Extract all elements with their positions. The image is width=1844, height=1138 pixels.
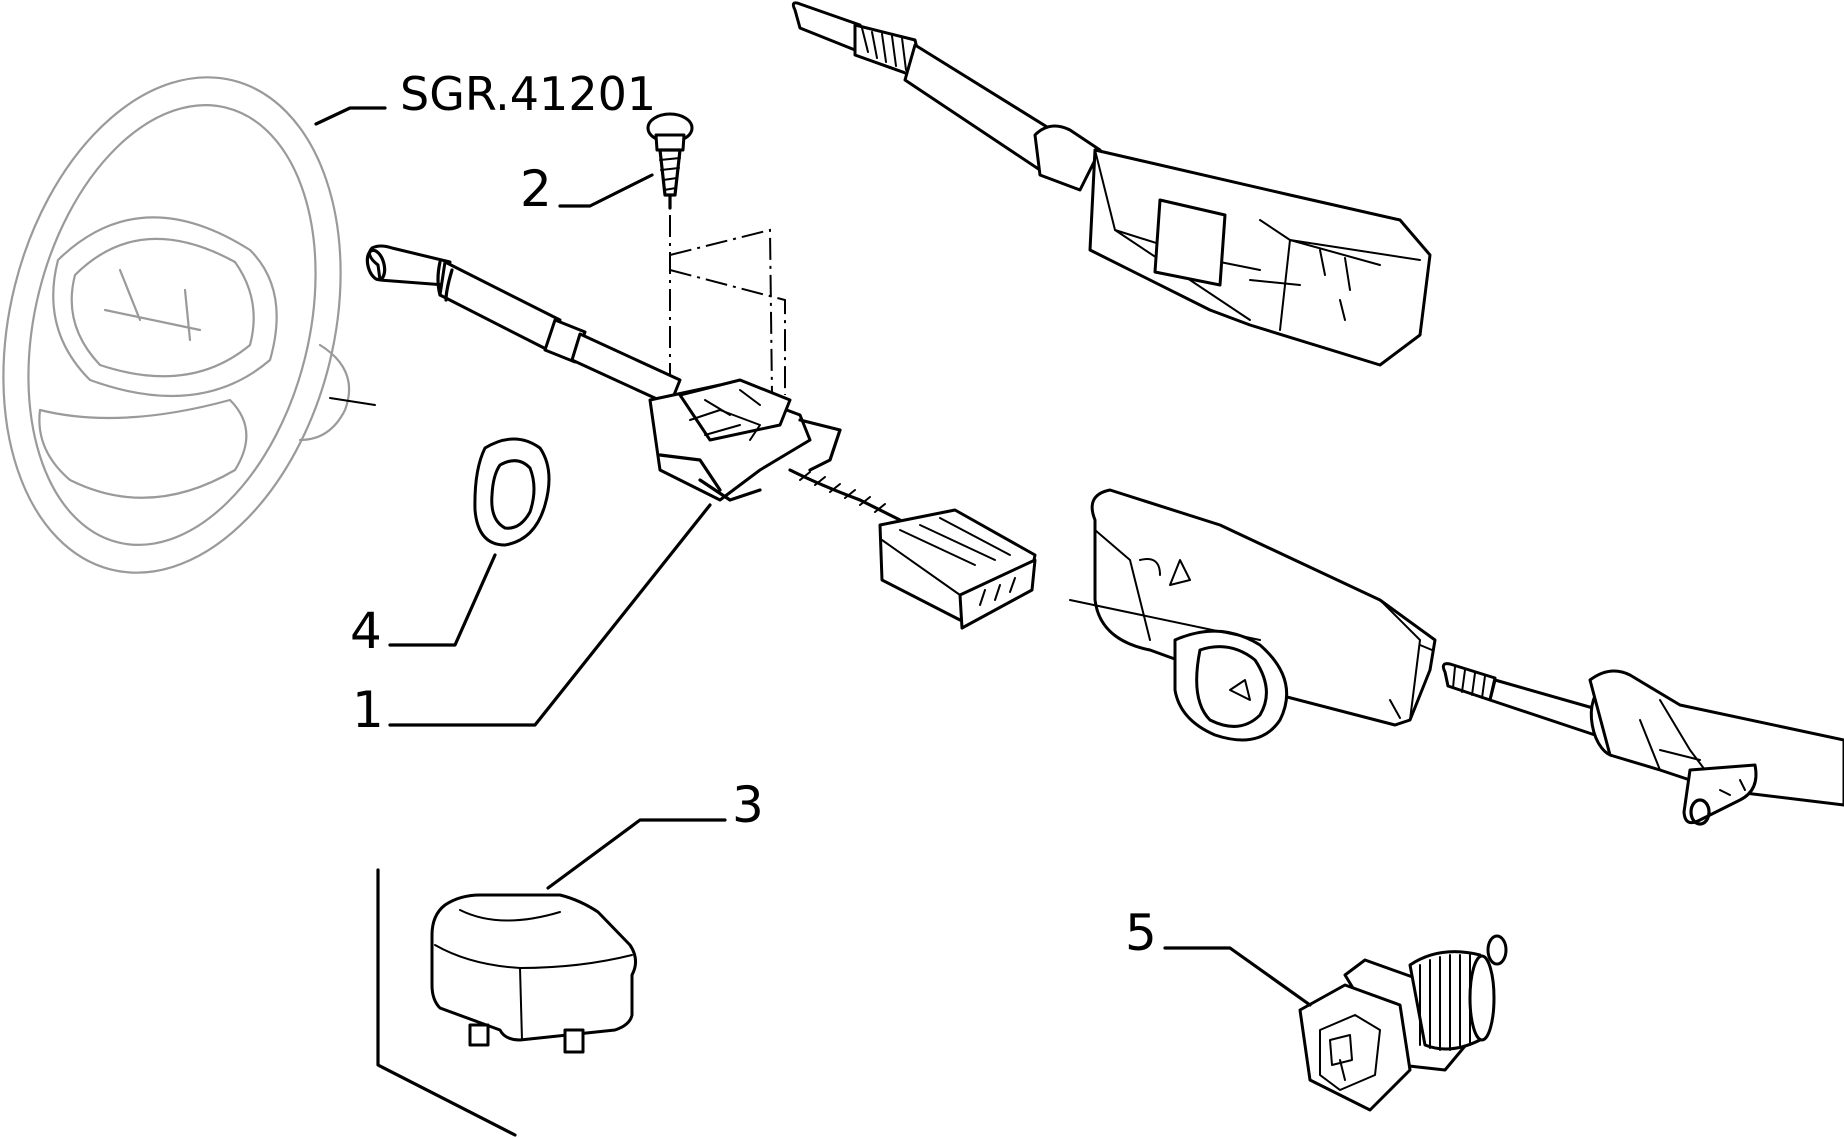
relay-part bbox=[430, 893, 637, 1054]
steering-column-part bbox=[1069, 488, 1844, 826]
callout-2: 2 bbox=[520, 160, 654, 218]
assembly-guide-lines bbox=[669, 228, 786, 396]
callout-3: 3 bbox=[546, 776, 764, 890]
grommet-part bbox=[473, 437, 551, 547]
svg-text:1: 1 bbox=[352, 681, 384, 739]
svg-text:5: 5 bbox=[1125, 904, 1157, 962]
svg-text:4: 4 bbox=[350, 602, 382, 660]
svg-text:2: 2 bbox=[520, 160, 552, 218]
reference-callout: SGR.41201 bbox=[314, 67, 656, 126]
section-bracket bbox=[376, 868, 517, 1137]
combination-switch-part bbox=[791, 1, 1432, 367]
callout-5: 5 bbox=[1125, 904, 1312, 1007]
callout-1: 1 bbox=[352, 503, 712, 739]
steering-wheel bbox=[2, 76, 376, 574]
svg-text:3: 3 bbox=[732, 776, 764, 834]
stalk-switch-part bbox=[365, 244, 1037, 630]
reference-code: SGR.41201 bbox=[400, 67, 656, 121]
callout-4: 4 bbox=[350, 553, 497, 660]
pressure-switch-part bbox=[1298, 934, 1508, 1112]
